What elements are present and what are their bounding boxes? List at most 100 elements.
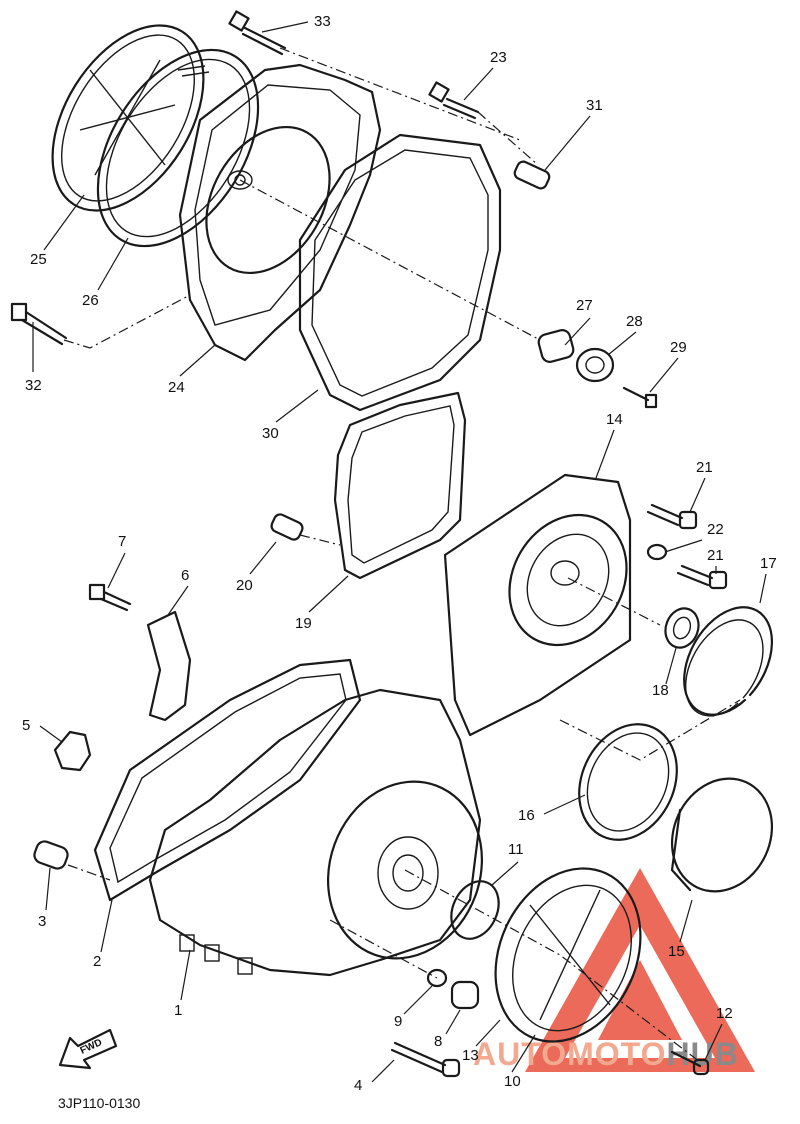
part-16-sealing-ring [578, 723, 678, 841]
callout-p17: 17 [760, 555, 777, 572]
part-27-dowel [537, 329, 575, 363]
part-4-bolt [390, 1041, 461, 1078]
leader-line-p27 [564, 317, 591, 346]
callout-p18: 18 [652, 682, 669, 699]
leader-line-p4 [371, 1059, 395, 1083]
part-11-o-ring [450, 880, 500, 940]
part-31-dowel-pin [513, 160, 551, 190]
watermark-logo: AUTOMOTOHUB [473, 868, 755, 1072]
callout-p30: 30 [262, 425, 279, 442]
watermark-prefix-text: AUTOMOTO [473, 1036, 666, 1072]
part-19-gasket [333, 391, 467, 580]
part-18-oil-seal [664, 607, 700, 649]
diagram-code: 3JP110-0130 [58, 1095, 140, 1111]
part-1-crankcase-cover [148, 688, 484, 977]
callout-p33: 33 [314, 13, 331, 30]
callout-p26: 26 [82, 292, 99, 309]
callout-p11: 11 [508, 841, 524, 858]
callout-p2: 2 [93, 953, 101, 970]
callout-p4: 4 [354, 1077, 362, 1094]
callout-p1: 1 [174, 1002, 182, 1019]
part-32-bolt [10, 302, 68, 346]
callout-p12: 12 [716, 1005, 733, 1022]
leader-line-p1 [180, 949, 191, 1001]
leader-line-p21a [689, 477, 706, 513]
callout-p3: 3 [38, 913, 46, 930]
callout-p24: 24 [168, 379, 185, 396]
callout-p16: 16 [518, 807, 535, 824]
leader-line-p14 [595, 429, 615, 479]
leader-line-p2 [100, 899, 113, 953]
part-24-clutch-cover [178, 63, 382, 362]
callout-p21b: 21 [707, 547, 724, 564]
part-17-circlip [683, 606, 773, 717]
leader-line-p15 [679, 899, 693, 943]
callout-p28: 28 [626, 313, 643, 330]
leader-line-p9 [403, 985, 433, 1015]
part-15-plug-cap [670, 777, 774, 893]
leader-line-p31 [544, 115, 591, 171]
forward-direction-arrow: FWD [58, 1028, 118, 1070]
leader-line-p3 [45, 867, 51, 911]
callout-p7: 7 [118, 533, 126, 550]
leader-line-p19 [308, 575, 349, 613]
part-5-clamp [53, 730, 92, 772]
leader-line-p18 [665, 647, 677, 685]
leader-line-p8 [445, 1009, 461, 1035]
leader-line-p26 [97, 237, 129, 291]
callout-p9: 9 [394, 1013, 402, 1030]
leader-line-p13 [475, 1019, 501, 1047]
leader-line-p5 [39, 725, 63, 743]
leader-line-p25 [43, 194, 85, 251]
part-33-bolt [228, 10, 287, 56]
callout-p13: 13 [462, 1047, 479, 1064]
leader-line-p24 [179, 344, 216, 377]
callout-layer: 1234567891011121314151617181920212122232… [22, 13, 777, 1094]
part-12-screw [670, 1050, 710, 1076]
callout-p6: 6 [181, 567, 189, 584]
callout-p14: 14 [606, 411, 623, 428]
part-8-plug [450, 980, 480, 1010]
leader-line-p28 [607, 331, 637, 356]
callout-p19: 19 [295, 615, 312, 632]
part-23-bolt [428, 81, 480, 120]
leader-line-p33 [261, 21, 309, 33]
callout-p21a: 21 [696, 459, 713, 476]
callout-p23: 23 [490, 49, 507, 66]
part-30-crankcase-gasket [298, 133, 502, 412]
callout-p15: 15 [668, 943, 685, 960]
part-21-bolt-lower [676, 564, 728, 590]
part-26-cover-gasket [96, 48, 260, 248]
leader-line-p29 [649, 357, 679, 393]
leader-line-p7 [107, 552, 126, 589]
callout-p20: 20 [236, 577, 253, 594]
part-9-o-ring [426, 968, 448, 988]
leader-line-p10 [511, 1034, 536, 1073]
callout-p8: 8 [434, 1033, 442, 1050]
part-21-bolt-upper [646, 503, 698, 530]
callout-p32: 32 [25, 377, 42, 394]
callout-p29: 29 [670, 339, 687, 356]
leader-line-p23 [463, 67, 494, 101]
callout-p25: 25 [30, 251, 47, 268]
part-29-screw [622, 386, 658, 409]
callout-p5: 5 [22, 717, 30, 734]
callout-p10: 10 [504, 1073, 521, 1090]
leader-line-p6 [167, 585, 189, 616]
part-3-dowel-pin [33, 840, 69, 870]
watermark-triangle-icon [525, 868, 755, 1072]
leader-line-p30 [275, 389, 319, 423]
part-7-bolt [88, 583, 132, 612]
part-14-generator-cover [443, 473, 632, 737]
part-28-oil-seal [575, 347, 615, 383]
part-22-o-ring [646, 543, 668, 561]
callout-p27: 27 [576, 297, 593, 314]
part-20-dowel-pin [270, 513, 304, 541]
leader-line-p16 [543, 794, 586, 815]
part-6-bracket [146, 610, 192, 722]
callout-p31: 31 [586, 97, 603, 114]
callout-p22: 22 [707, 521, 724, 538]
leader-line-p11 [491, 861, 519, 886]
